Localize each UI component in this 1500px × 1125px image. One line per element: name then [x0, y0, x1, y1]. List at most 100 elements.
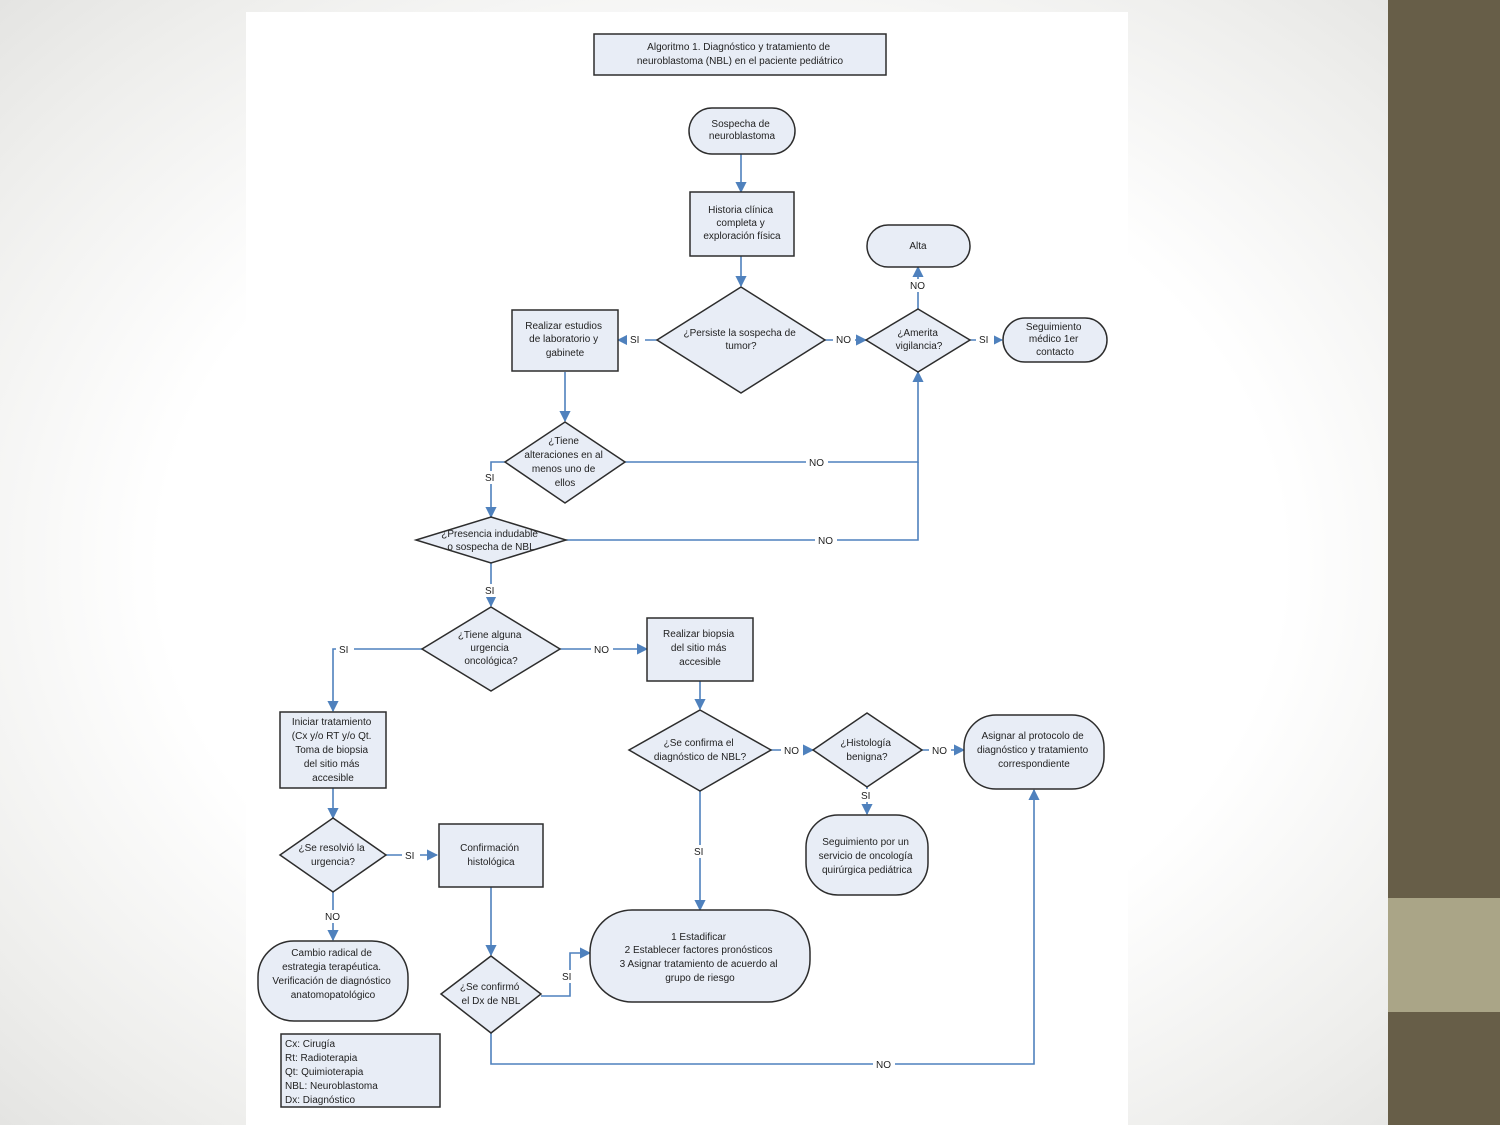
edge-label-text: SI [861, 791, 870, 802]
svg-text:¿Se confirmó el Dx de: ¿Se confirmó el Dx de NBL [460, 982, 522, 1007]
edge-label: NO [781, 744, 803, 757]
svg-text:Asignar al protocolo de: Asignar al protocolo de diagnóstico y tr… [977, 731, 1091, 770]
node-seguimiento-oncologia: Seguimiento por un servicio de oncología… [805, 814, 929, 896]
node-text-line: ¿Persiste la sospecha de [683, 328, 796, 339]
node-text-line: ¿Se resolvió la [299, 843, 366, 854]
edge-label-text: SI [405, 851, 414, 862]
svg-text:¿Tiene alguna urgencia: ¿Tiene alguna urgencia oncológica? [458, 630, 524, 667]
svg-text:Cx: Cirugía Rt: Radioter: Cx: Cirugía Rt: Radioterapia Qt: Quimiot… [285, 1039, 381, 1106]
svg-text:Confirmación histológica: Confirmación histológica [460, 843, 522, 868]
node-text-line: 1 Estadificar [671, 932, 727, 943]
edge-alteraciones-presencia [485, 461, 505, 519]
edge-label-text: NO [876, 1060, 891, 1071]
node-text-line: ¿Presencia indudable [441, 529, 538, 540]
edge-label: SI [336, 643, 354, 656]
decision-shape [439, 955, 543, 1034]
process-shape [279, 711, 387, 789]
svg-text:Seguimiento por un servi: Seguimiento por un servicio de oncología… [819, 837, 916, 876]
process-shape [511, 309, 619, 372]
node-text-line: menos uno de [532, 464, 596, 475]
node-text-line: Asignar al protocolo de [981, 731, 1084, 742]
node-text-line: histológica [467, 857, 515, 868]
node-text-line: benigna? [846, 752, 888, 763]
edge-label: NO [815, 534, 837, 547]
node-urgencia: ¿Tiene alguna urgencia oncológica? [420, 606, 562, 692]
node-text-line: alteraciones en al [524, 450, 602, 461]
edge-label-text: SI [979, 335, 988, 346]
legend-entry: Dx: Diagnóstico [285, 1095, 355, 1106]
node-text-line: Seguimiento por un [822, 837, 909, 848]
node-text-line: accesible [679, 657, 721, 668]
node-text-line: urgencia? [311, 857, 355, 868]
node-text-line: ¿Se confirma el [664, 738, 734, 749]
legend-entry: NBL: Neuroblastoma [285, 1081, 378, 1092]
edge-label: NO [322, 910, 344, 923]
title-box [593, 33, 887, 76]
edge-label-text: NO [836, 335, 851, 346]
node-text-line: el Dx de NBL [462, 996, 521, 1007]
node-text-line: del sitio más [304, 759, 360, 770]
svg-text:1 Estadificar 2 Establ: 1 Estadificar 2 Establecer factores pron… [620, 932, 781, 984]
node-cambio: Cambio radical de estrategia terapéutica… [257, 940, 409, 1022]
node-estadificar: 1 Estadificar 2 Establecer factores pron… [589, 909, 811, 1003]
edge-labels: SI NO NO SI NO SI NO SI SI NO NO NO SI S… [322, 279, 994, 1071]
edge-label: SI [858, 789, 876, 802]
node-confirmacion: Confirmación histológica [438, 823, 544, 888]
terminal-shape [805, 814, 929, 896]
node-amerita: ¿Amerita vigilancia? [864, 308, 972, 373]
legend-box [280, 1033, 441, 1108]
edge-label-text: NO [818, 536, 833, 547]
edge-label-text: NO [932, 746, 947, 757]
node-text-line: del sitio más [671, 643, 727, 654]
node-alta: Alta [866, 224, 971, 268]
node-text-line: servicio de oncología [819, 851, 913, 862]
svg-text:¿Amerita vigilancia?: ¿Amerita vigilancia? [896, 328, 943, 352]
node-confirma-nbl: ¿Se confirma el diagnóstico de NBL? [627, 709, 773, 792]
edge-label: NO [591, 643, 613, 656]
svg-text:Alta: Alta [909, 241, 927, 252]
node-presencia: ¿Presencia indudable o sospecha de NBL [413, 516, 569, 564]
node-seguimiento-medico: Seguimiento médico 1er contacto [1002, 317, 1108, 363]
edge-urgencia-iniciar [327, 648, 422, 713]
edge-alteraciones-amerita [625, 370, 924, 463]
node-text-line: 3 Asignar tratamiento de acuerdo al [620, 959, 778, 970]
node-histologia: ¿Histología benigna? [811, 712, 924, 788]
node-iniciar: Iniciar tratamiento (Cx y/o RT y/o Qt. T… [279, 711, 387, 789]
node-text-line: de laboratorio y [529, 334, 598, 345]
edge-label-text: SI [630, 335, 639, 346]
node-text-line: ¿Tiene alguna [458, 630, 522, 641]
diagram-title: Algoritmo 1. Diagnóstico y tratamiento d… [593, 33, 887, 76]
edge-label-text: NO [809, 458, 824, 469]
node-text-line: Realizar estudios [525, 321, 602, 332]
node-historia: Historia clínica completa y exploración … [689, 191, 795, 257]
slide-side-accent [1388, 898, 1500, 1012]
decision-shape [278, 817, 388, 893]
svg-text:Historia clínica complet: Historia clínica completa y exploración … [703, 205, 781, 242]
node-text-line: o sospecha de NBL [447, 542, 535, 553]
node-realizar-estudios: Realizar estudios de laboratorio y gabin… [511, 309, 619, 372]
node-text-line: tumor? [725, 341, 757, 352]
legend-entry: Cx: Cirugía [285, 1039, 335, 1050]
node-text-line: neuroblastoma [709, 131, 776, 142]
node-text-line: ¿Tiene [548, 436, 579, 447]
node-text-line: Confirmación [460, 843, 519, 854]
node-text-line: ¿Amerita [897, 328, 938, 339]
process-shape [438, 823, 544, 888]
svg-text:¿Se resolvió la urgencia: ¿Se resolvió la urgencia? [299, 843, 368, 868]
svg-text:Realizar estudios de lab: Realizar estudios de laboratorio y gabin… [525, 321, 605, 359]
node-tiene-alteraciones: ¿Tiene alteraciones en al menos uno de e… [503, 421, 627, 504]
node-text-line: ¿Histología [840, 738, 891, 749]
terminal-shape [688, 107, 796, 155]
node-text-line: Sospecha de [711, 119, 770, 130]
edge-confirmo-asignar [490, 788, 1040, 1065]
terminal-shape [866, 224, 971, 268]
edge-label: SI [559, 970, 577, 983]
node-text-line: correspondiente [998, 759, 1070, 770]
svg-text:¿Persiste la sospecha de: ¿Persiste la sospecha de tumor? [683, 328, 798, 352]
node-text-line: Historia clínica [708, 205, 773, 216]
svg-text:Algoritmo 1. Diagnóstico y tra: Algoritmo 1. Diagnóstico y tratamiento d… [637, 42, 844, 67]
node-text-line: Cambio radical de [291, 948, 372, 959]
node-text-line: diagnóstico y tratamiento [977, 745, 1089, 756]
legend-entry: Rt: Radioterapia [285, 1053, 358, 1064]
node-text-line: médico 1er [1029, 334, 1079, 345]
